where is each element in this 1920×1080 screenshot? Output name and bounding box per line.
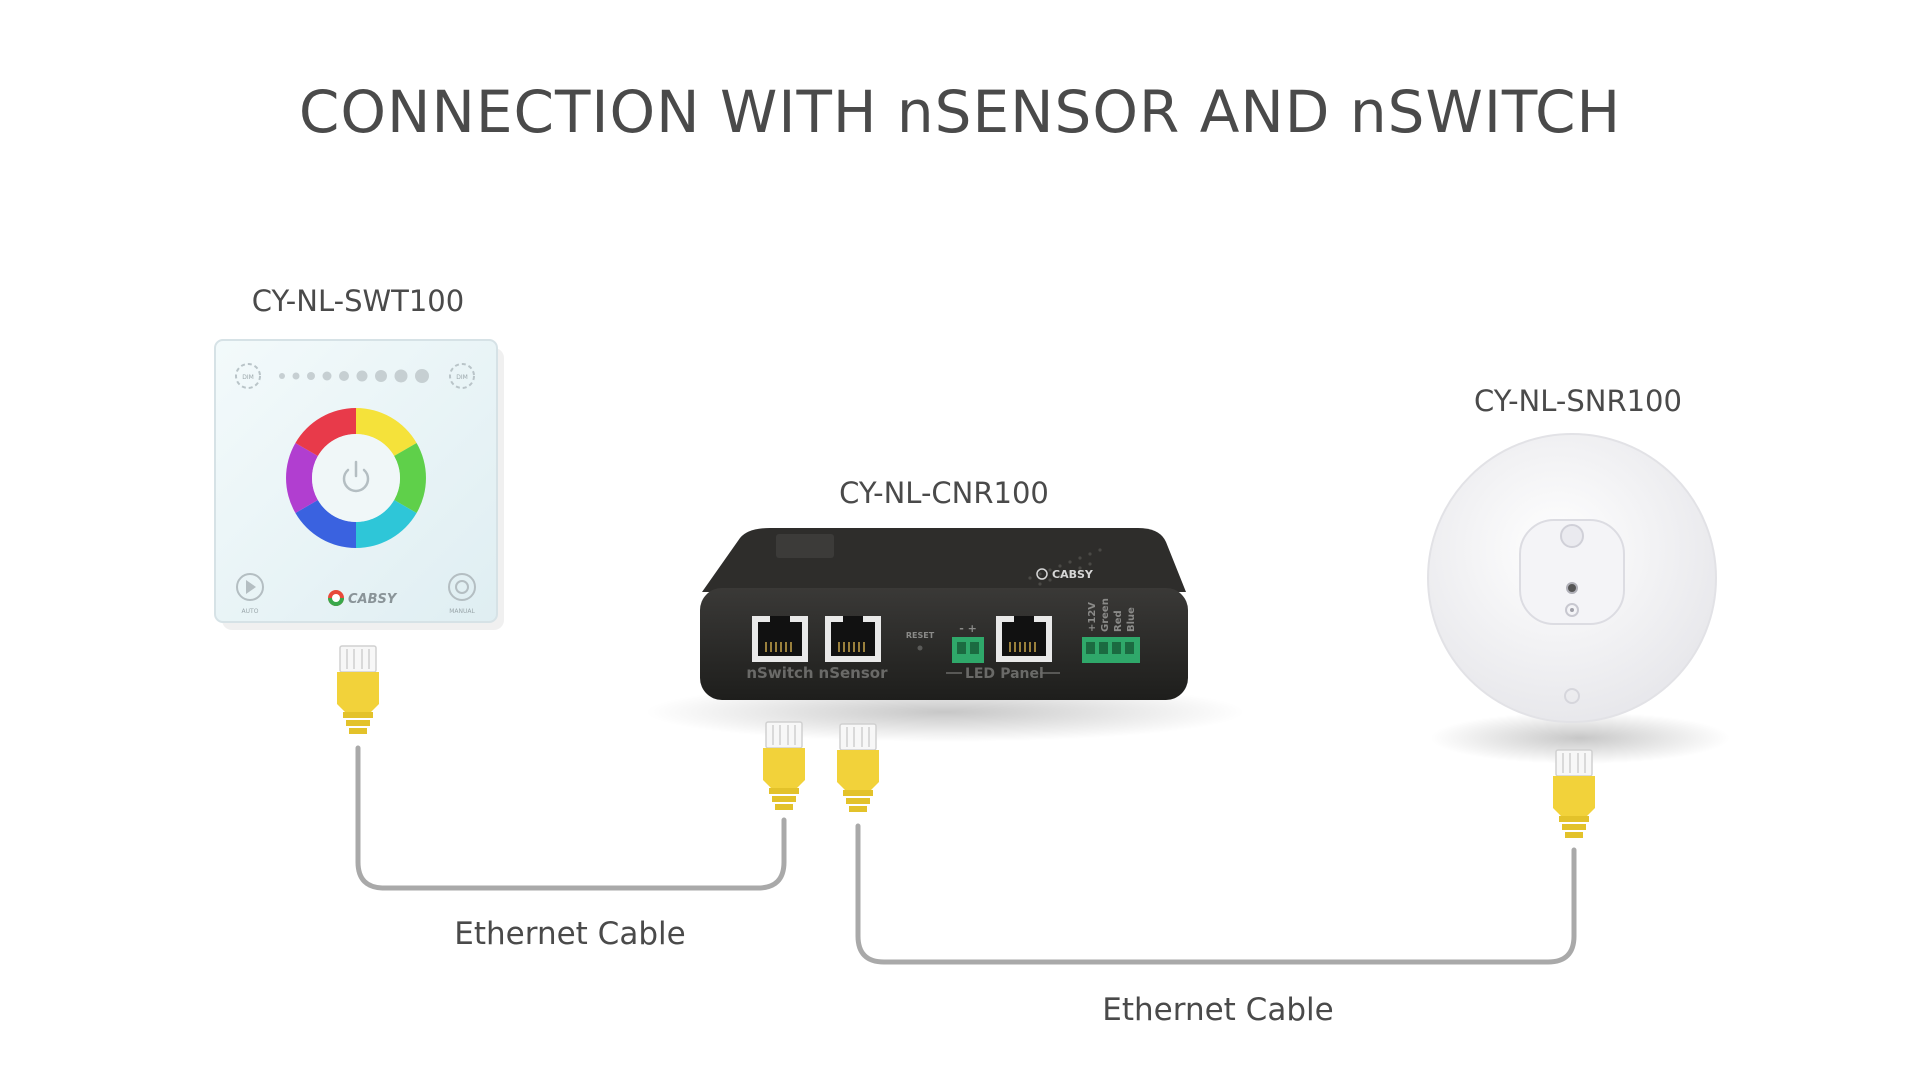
rgb-label-red: Red (1113, 610, 1124, 632)
rj45-connector-switch (336, 645, 380, 735)
panel-label: Panel (1000, 666, 1044, 682)
sensor-device (1427, 433, 1730, 764)
svg-text:MANUAL: MANUAL (449, 608, 475, 615)
led-terminal-polarity-label: - + (959, 622, 977, 635)
nswitch-port (752, 616, 808, 662)
switch-panel-device: DIM DIM (214, 339, 504, 630)
nsensor-port (825, 616, 881, 662)
controller-top-vents (1028, 548, 1102, 586)
cable-switch-to-controller (355, 745, 787, 891)
sensor-bottom-icon (1564, 688, 1580, 704)
rj45-connector-nswitch (762, 721, 806, 811)
controller-logo-icon (1036, 568, 1048, 580)
panel-dim-right-text: DIM (456, 374, 468, 381)
cabsy-logo-text: CABSY (348, 592, 398, 607)
reset-label: RESET (906, 631, 935, 640)
power-icon (342, 460, 370, 493)
nsensor-port-label: nSensor (819, 664, 889, 682)
color-wheel-ring (286, 408, 426, 548)
controller-device: CABSY nSwitch nSensor (645, 528, 1245, 742)
rgb-terminal-block (1082, 637, 1140, 663)
controller-brand-text: CABSY (1052, 568, 1094, 581)
auto-play-icon: AUTO (236, 573, 264, 615)
cable-label-switch: Ethernet Cable (454, 916, 686, 952)
diagram-title: CONNECTION WITH nSENSOR AND nSWITCH (298, 78, 1622, 146)
panel-dim-left-text: DIM (242, 374, 254, 381)
rj45-connector-nsensor (836, 723, 880, 813)
sensor-model-label: CY-NL-SNR100 (1474, 384, 1682, 418)
nswitch-port-label: nSwitch (746, 664, 813, 682)
rj45-connector-sensor (1552, 749, 1596, 839)
panel-port (996, 616, 1052, 662)
led-label: LED (965, 666, 995, 682)
rgb-label-blue: Blue (1126, 607, 1137, 632)
brightness-level-dots (279, 369, 429, 383)
sensor-light-eye-icon (1566, 582, 1578, 594)
switch-panel-model-label: CY-NL-SWT100 (251, 284, 465, 318)
led-terminal-block (952, 637, 984, 663)
controller-model-label: CY-NL-CNR100 (839, 476, 1049, 510)
rgb-label-12v: +12V (1087, 602, 1098, 632)
cable-controller-to-sensor (855, 823, 1577, 965)
rgb-label-green: Green (1100, 598, 1111, 632)
cabsy-logo-icon (328, 590, 344, 606)
svg-text:AUTO: AUTO (242, 608, 259, 615)
sensor-pir-lens-icon (1560, 524, 1584, 548)
reset-button (917, 645, 923, 651)
manual-hand-icon: MANUAL (448, 573, 476, 615)
rgb-terminal-labels: +12V Green Red Blue (1087, 598, 1137, 632)
cable-label-sensor: Ethernet Cable (1102, 992, 1334, 1028)
